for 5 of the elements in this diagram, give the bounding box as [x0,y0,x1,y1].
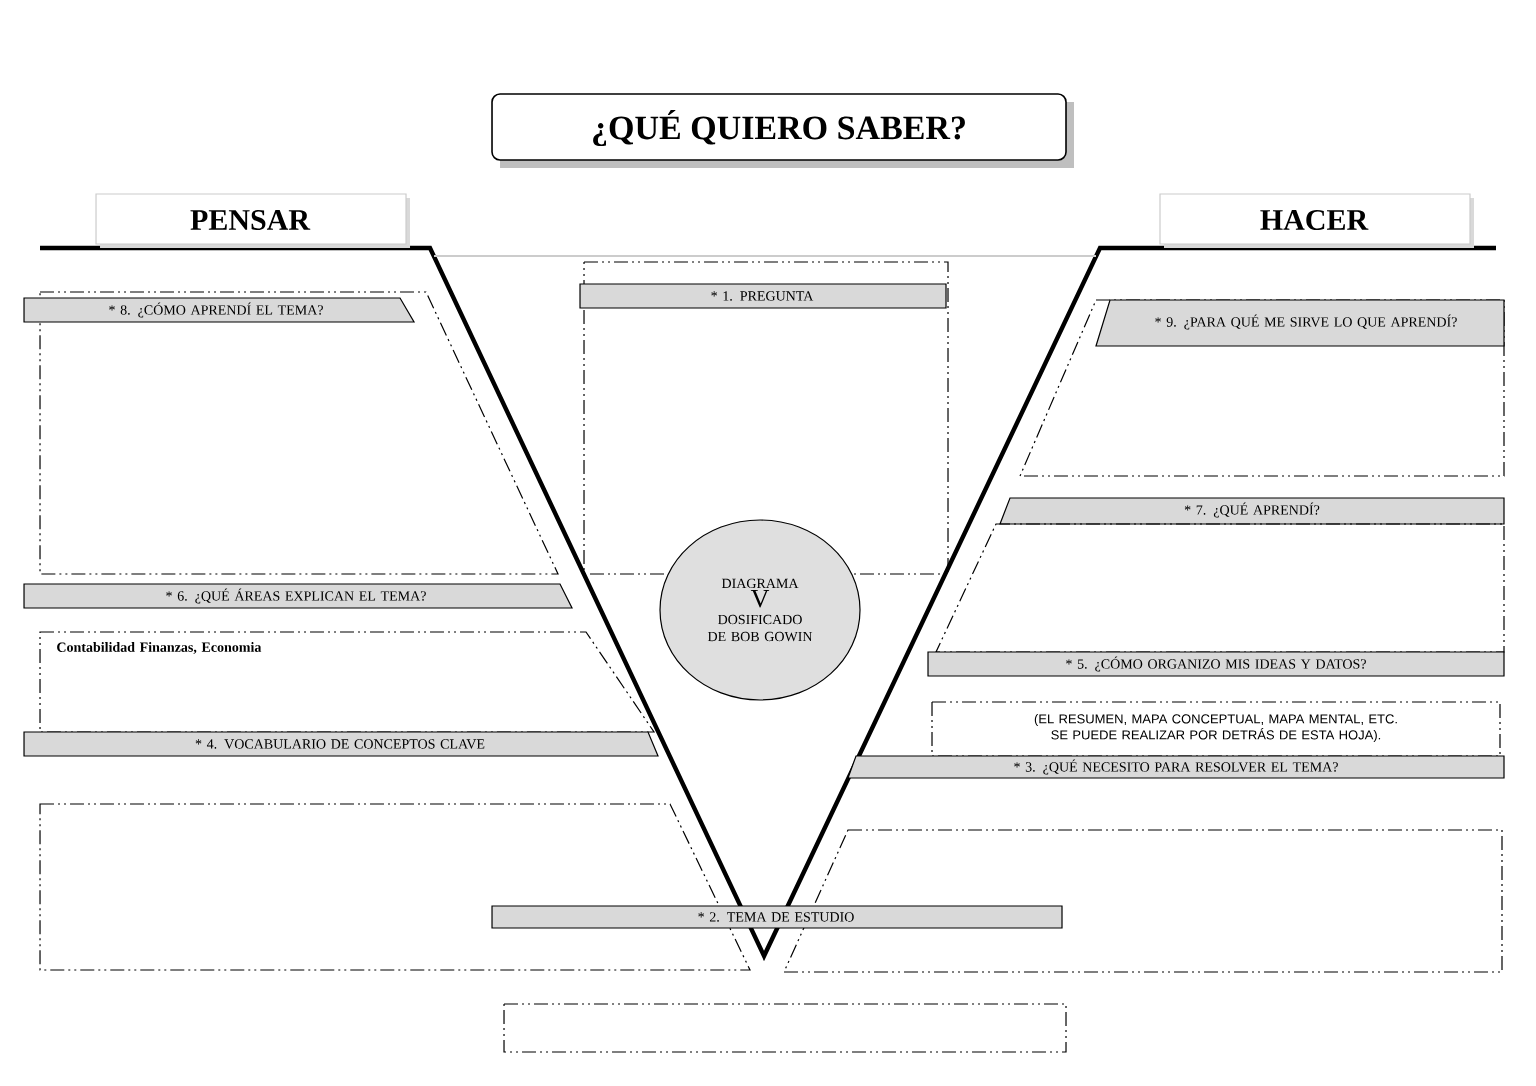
answer-area [503,1003,1067,1053]
answer-area [39,291,559,575]
heading-tab: PENSAR [95,193,410,248]
title-box: ¿QUÉ QUIERO SABER? [491,93,1074,168]
heading-tab: HACER [1159,193,1474,248]
